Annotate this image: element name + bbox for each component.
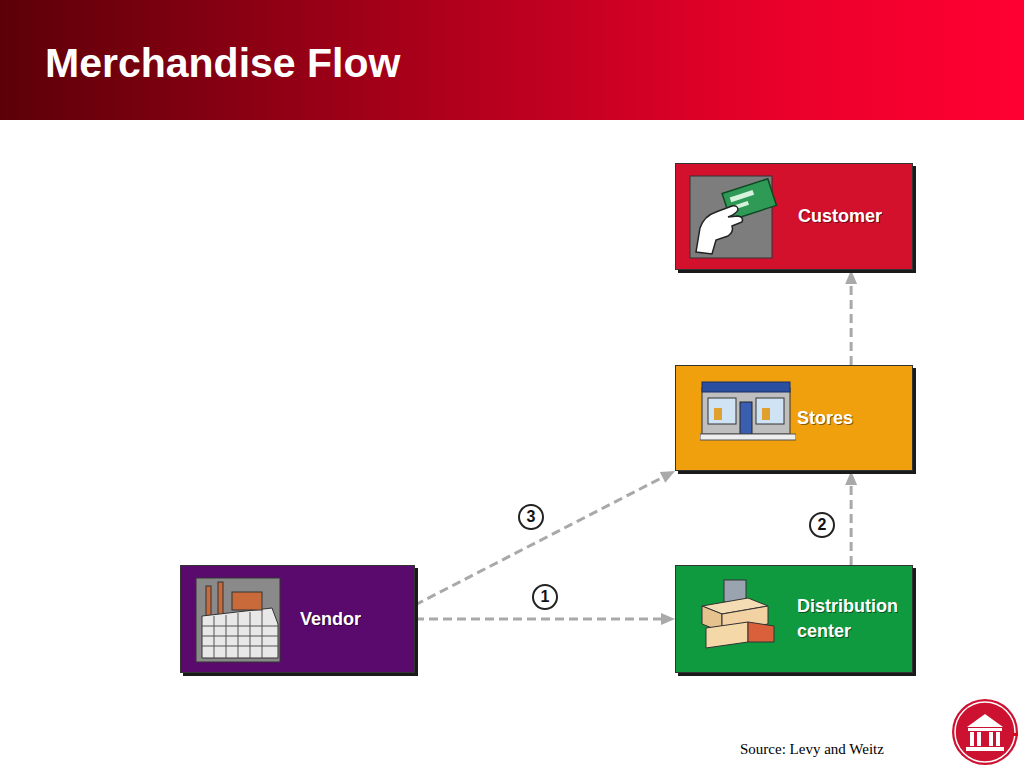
callout-text: 2 [818, 517, 827, 533]
callout-number: 3 [518, 504, 544, 530]
title-bar: Merchandise Flow [0, 0, 1024, 120]
corner-mark [1013, 733, 1018, 736]
arrow-head [660, 471, 675, 483]
callout-text: 3 [527, 509, 536, 525]
box-text-area: Vendor [300, 566, 410, 672]
card-icon [686, 172, 778, 262]
box-text-stack: Vendor [300, 607, 361, 632]
callout-text: 1 [541, 589, 550, 605]
box-text-area: Customer [798, 164, 908, 269]
flow-arrow [415, 613, 675, 625]
arrow-head [661, 613, 675, 625]
box-label: Vendor [300, 607, 361, 632]
source-note: Source: Levy and Weitz [740, 741, 884, 758]
arrow-head [845, 270, 857, 284]
slide-title: Merchandise Flow [45, 38, 400, 88]
box-label: Distribution center [797, 594, 909, 644]
flow-arrow [845, 471, 857, 565]
box-text-area: Stores [797, 366, 907, 470]
callout-number: 2 [809, 512, 835, 538]
flow-arrow [845, 270, 857, 365]
box-label: Stores [797, 406, 853, 431]
callout-number: 1 [532, 584, 558, 610]
factory-icon [192, 574, 286, 666]
box-text-stack: Stores [797, 406, 853, 431]
storefront-icon [700, 380, 796, 446]
box-text-area: Distribution center [797, 566, 909, 672]
dashed-line [850, 483, 853, 565]
arrow-head [845, 471, 857, 485]
dashed-line [850, 282, 853, 365]
box-text-stack: Customer [798, 204, 882, 229]
university-logo [950, 697, 1022, 767]
dashed-line [415, 618, 663, 621]
box-label: Customer [798, 204, 882, 229]
box-text-stack: Distribution center [797, 594, 909, 644]
boxes-icon [696, 576, 782, 652]
